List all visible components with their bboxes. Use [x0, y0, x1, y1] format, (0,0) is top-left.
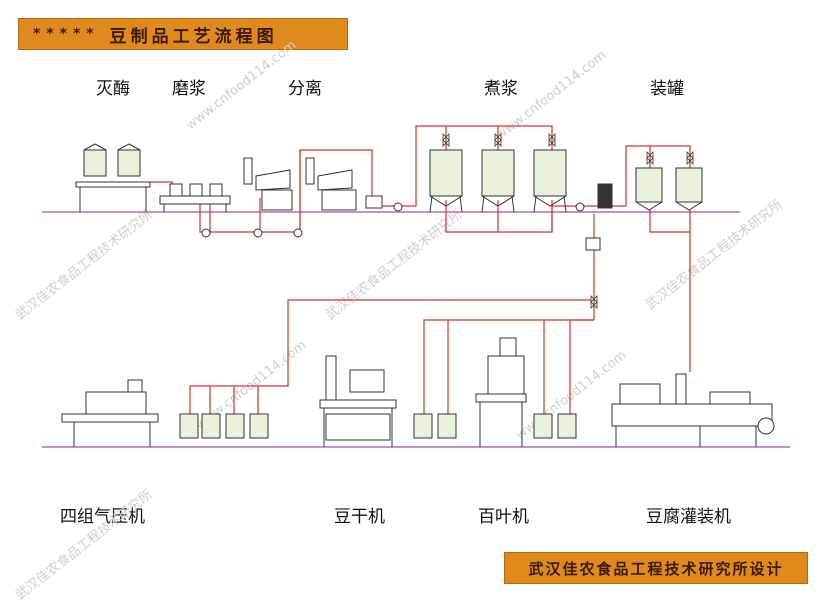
watermark-layer: www.cnfood114.com www.cnfood114.com www.…: [13, 38, 786, 601]
tofu-skin-machine: [475, 337, 527, 447]
dried-tofu-tank: [437, 413, 457, 439]
enzyme-equipment: [75, 143, 151, 212]
filter-icon: [597, 183, 613, 209]
diagram-title: 豆制品工艺流程图: [109, 26, 278, 47]
boiling-tank: [533, 149, 567, 197]
footer-banner: 武汉佳农食品工程技术研究所设计: [504, 552, 808, 584]
footer-credit: 武汉佳农食品工程技术研究所设计: [528, 559, 784, 578]
pump-icon: [393, 202, 403, 212]
press-tank: [201, 413, 221, 439]
separator-equipment: [243, 157, 383, 211]
valve-icon: [686, 151, 694, 165]
valve-icon: [646, 151, 654, 165]
boiling-tank: [481, 149, 515, 197]
pump-icon: [253, 228, 263, 238]
press-tank: [249, 413, 269, 439]
watermark-site: www.cnfood114.com: [493, 48, 609, 143]
tofu-skin-tanks: [533, 413, 577, 439]
valve-icon: [442, 133, 450, 147]
pump-icon: [575, 202, 585, 212]
label-boiling: 煮浆: [484, 79, 518, 99]
pump-group: [201, 202, 585, 238]
boiling-tanks: [429, 149, 567, 213]
canning-tank: [675, 167, 703, 203]
pump-icon: [201, 228, 211, 238]
pump-icon: [293, 228, 303, 238]
valve-group: [442, 133, 694, 309]
label-grinding: 磨浆: [172, 79, 206, 99]
label-enzyme: 灭酶: [96, 79, 130, 99]
tofu-filling-machine: [611, 373, 775, 447]
tofu-skin-tank: [533, 413, 553, 439]
dried-tofu-machine: [319, 355, 397, 447]
watermark-org: 武汉佳农食品工程技术研究所: [13, 206, 156, 323]
label-tofu-skin: 百叶机: [478, 507, 529, 527]
filter-unit: [585, 183, 613, 251]
watermark-org: 武汉佳农食品工程技术研究所: [643, 196, 786, 313]
press-machine: [61, 379, 159, 447]
label-press: 四组气压机: [60, 507, 145, 527]
press-tank: [225, 413, 245, 439]
dried-tofu-tank: [413, 413, 433, 439]
title-banner: ***** 豆制品工艺流程图: [18, 18, 348, 50]
canning-tanks: [635, 167, 703, 211]
watermark-site: www.cnfood114.com: [183, 38, 299, 133]
label-dried-tofu: 豆干机: [334, 507, 385, 527]
dried-tofu-tanks: [413, 413, 457, 439]
press-tank: [179, 413, 199, 439]
tofu-skin-tank: [557, 413, 577, 439]
label-separation: 分离: [288, 79, 322, 99]
pump-icon: [585, 237, 601, 251]
boiling-tank: [429, 149, 463, 197]
valve-icon: [548, 133, 556, 147]
valve-icon: [590, 295, 598, 309]
title-stars: *****: [33, 26, 100, 42]
label-canning: 装罐: [650, 79, 684, 99]
press-tanks: [179, 413, 269, 439]
valve-icon: [494, 133, 502, 147]
watermark-org: 武汉佳农食品工程技术研究所: [323, 206, 466, 323]
grinding-equipment: [159, 183, 231, 212]
label-tofu-filling: 豆腐灌装机: [646, 507, 731, 527]
canning-tank: [635, 167, 663, 203]
watermark-org: 武汉佳农食品工程技术研究所: [13, 486, 156, 601]
